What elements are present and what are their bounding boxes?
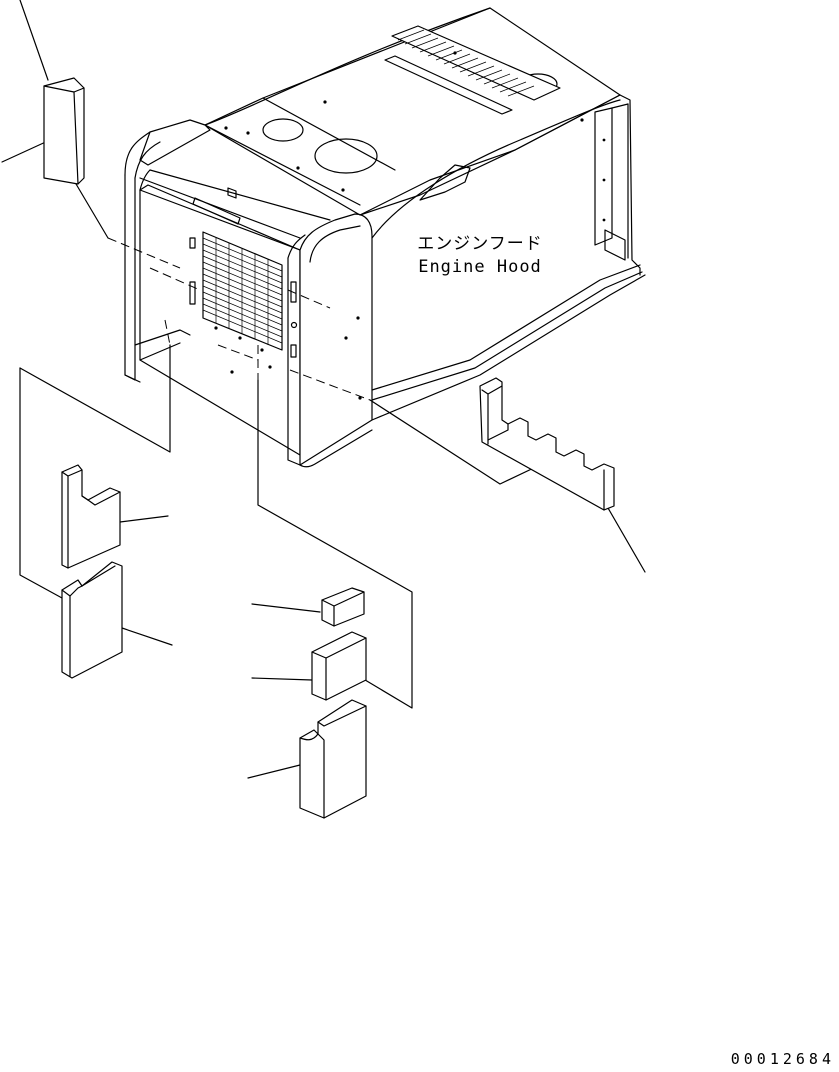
insulation-pad-small [321, 587, 365, 627]
leader-lines [1, 0, 646, 779]
insulation-pad-tall-lower [299, 699, 367, 819]
engine-hood [124, 7, 646, 468]
drawing-number: 00012684 [730, 1050, 835, 1068]
insulation-pad-stepped-long [479, 377, 615, 511]
insulation-pad-medium [311, 631, 367, 701]
insulation-pad-tall-notched [61, 561, 123, 679]
alignment-dashed-lines [107, 237, 371, 401]
insulation-pad-top-left [43, 77, 85, 185]
engine-hood-label-japanese: エンジンフード [417, 234, 543, 254]
insulation-pad-l-shaped [61, 464, 121, 569]
engine-hood-label-english: Engine Hood [418, 257, 542, 277]
